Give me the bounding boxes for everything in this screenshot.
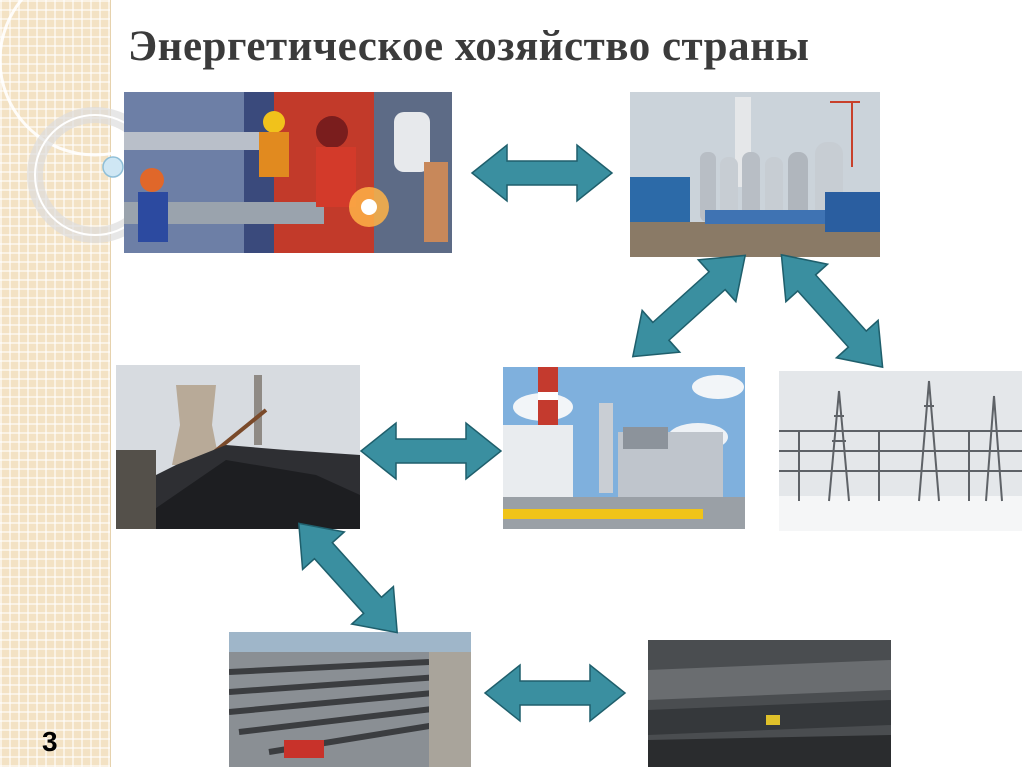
gas-plant-photo bbox=[630, 92, 880, 257]
double-arrow-icon bbox=[484, 664, 626, 722]
gas-turbine-plant-photo bbox=[503, 367, 745, 529]
substation-photo bbox=[779, 371, 1022, 531]
double-arrow-icon bbox=[759, 235, 905, 387]
workers-photo bbox=[124, 92, 452, 253]
rail-yard-photo bbox=[229, 632, 471, 767]
open-pit-mine-photo bbox=[648, 640, 891, 767]
decorative-circles bbox=[0, 0, 130, 243]
double-arrow-icon bbox=[471, 144, 613, 202]
double-arrow-icon bbox=[360, 422, 502, 480]
coal-power-plant-photo bbox=[116, 365, 360, 529]
slide-number: 3 bbox=[42, 726, 58, 757]
slide-title: Энергетическое хозяйство страны bbox=[128, 23, 810, 70]
